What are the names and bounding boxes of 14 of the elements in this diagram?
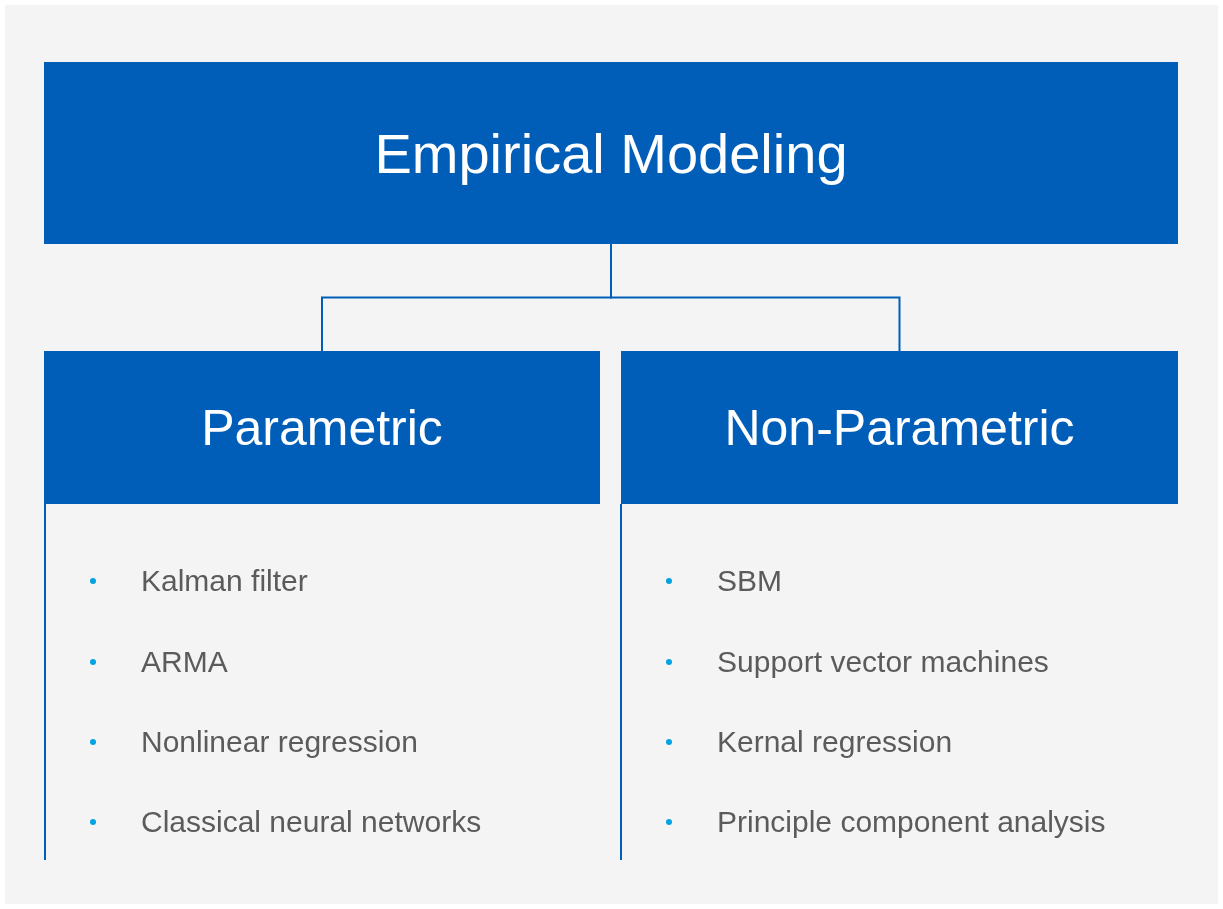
list-item: Nonlinear regression [141,724,418,760]
list-item: Kernal regression [717,724,953,760]
box-heading: Non-Parametric [724,398,1075,457]
list-item: Kalman filter [141,563,308,599]
list-item: Classical neural networks [141,804,482,840]
list-item: SBM [717,563,782,599]
box-heading: Parametric [201,398,443,457]
title-box [44,62,1178,244]
category-box [621,351,1178,504]
list-item: Principle component analysis [717,804,1106,840]
category-box [44,351,600,504]
list-item: Support vector machines [717,644,1049,680]
box-heading: Empirical Modeling [374,120,848,186]
list-item: ARMA [141,644,228,680]
